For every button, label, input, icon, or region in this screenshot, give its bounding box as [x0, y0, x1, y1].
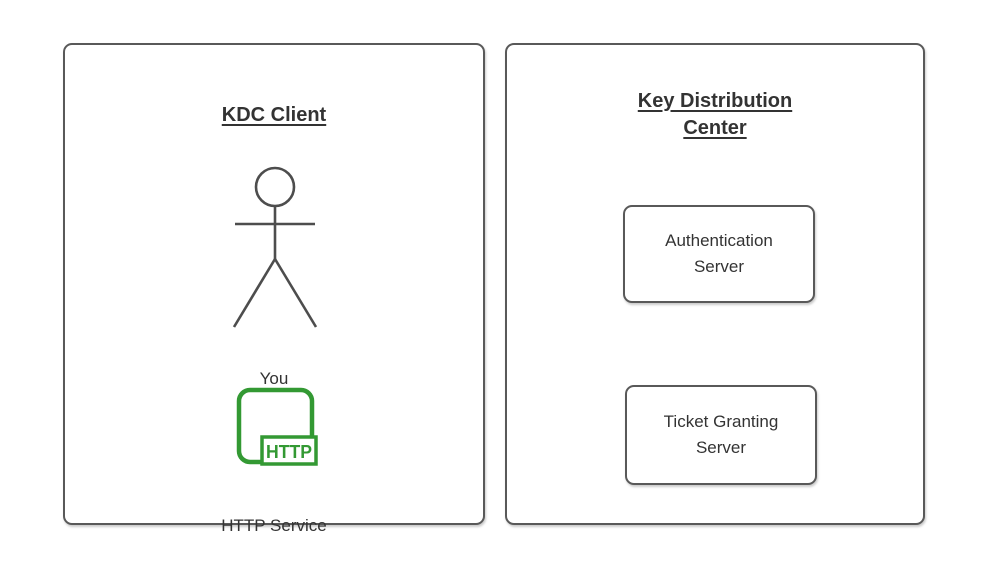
- actor-label: You: [259, 369, 289, 388]
- http-service-icon: HTTP: [236, 387, 318, 466]
- client-panel-title: KDC Client: [221, 104, 327, 126]
- ticket-granting-server-node: Ticket Granting Server: [625, 385, 817, 485]
- http-badge-label: HTTP: [266, 442, 312, 462]
- kdc-panel-title: Key Distribution Center: [637, 90, 793, 139]
- http-service-label: HTTP Service: [221, 516, 327, 535]
- kdc-client-panel: KDC Client You HTTP HTTP Service: [63, 43, 485, 535]
- authentication-server-node: Authentication Server: [623, 205, 815, 303]
- stick-figure-icon: [232, 166, 318, 328]
- key-distribution-center-panel: Key Distribution Center Authentication S…: [505, 43, 925, 525]
- node-label: Ticket Granting Server: [663, 412, 779, 457]
- node-label: Authentication Server: [665, 231, 773, 276]
